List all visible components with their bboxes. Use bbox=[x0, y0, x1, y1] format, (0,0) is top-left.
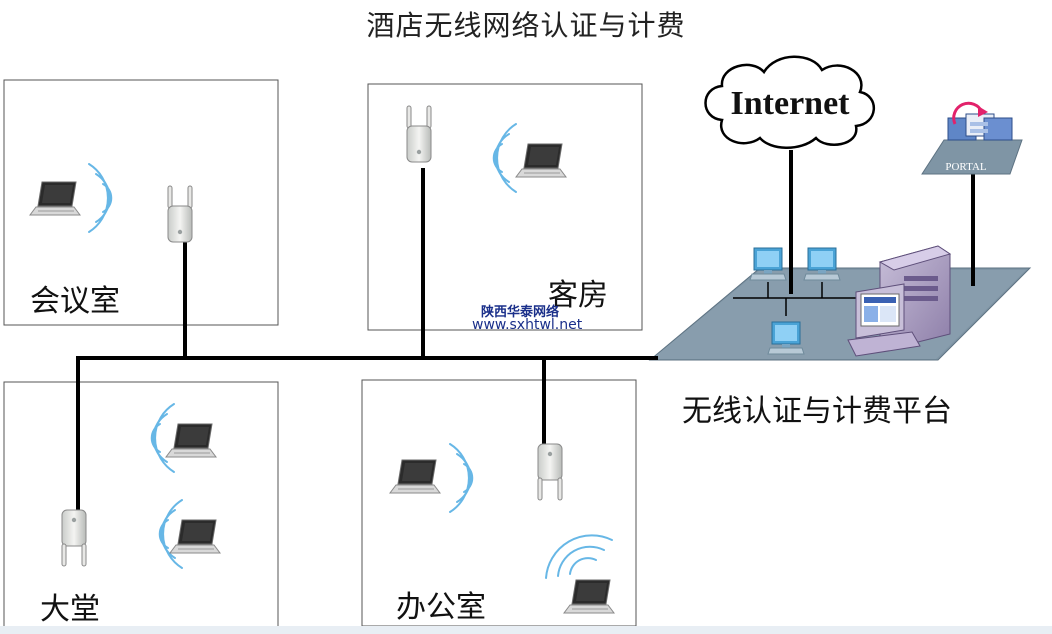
room-box-guest bbox=[367, 83, 643, 331]
watermark-name: 陕西华泰网络 bbox=[481, 305, 560, 320]
network-cabling bbox=[76, 150, 975, 514]
platform-pc-icon bbox=[749, 247, 787, 281]
portal-label: PORTAL bbox=[945, 161, 987, 173]
room-label-guest: 客房 bbox=[548, 278, 608, 313]
room-box-lobby bbox=[3, 381, 279, 629]
internet-label: Internet bbox=[731, 85, 851, 122]
platform-pc-icon bbox=[767, 321, 805, 355]
wifi-signal-icon bbox=[545, 534, 613, 579]
watermark-url: www.sxhtwl.net bbox=[472, 317, 583, 333]
platform-label: 无线认证与计费平台 bbox=[682, 394, 952, 429]
internet-cloud bbox=[704, 55, 876, 149]
auth-server-icon bbox=[847, 245, 952, 357]
bottom-strip bbox=[0, 626, 1052, 634]
room-label-office: 办公室 bbox=[396, 590, 486, 625]
platform-pc-icon bbox=[803, 247, 841, 281]
room-label-meeting: 会议室 bbox=[30, 284, 120, 319]
room-label-lobby: 大堂 bbox=[40, 592, 100, 627]
diagram-title: 酒店无线网络认证与计费 bbox=[366, 9, 686, 42]
portal-server-icon: PORTAL bbox=[921, 101, 1023, 175]
